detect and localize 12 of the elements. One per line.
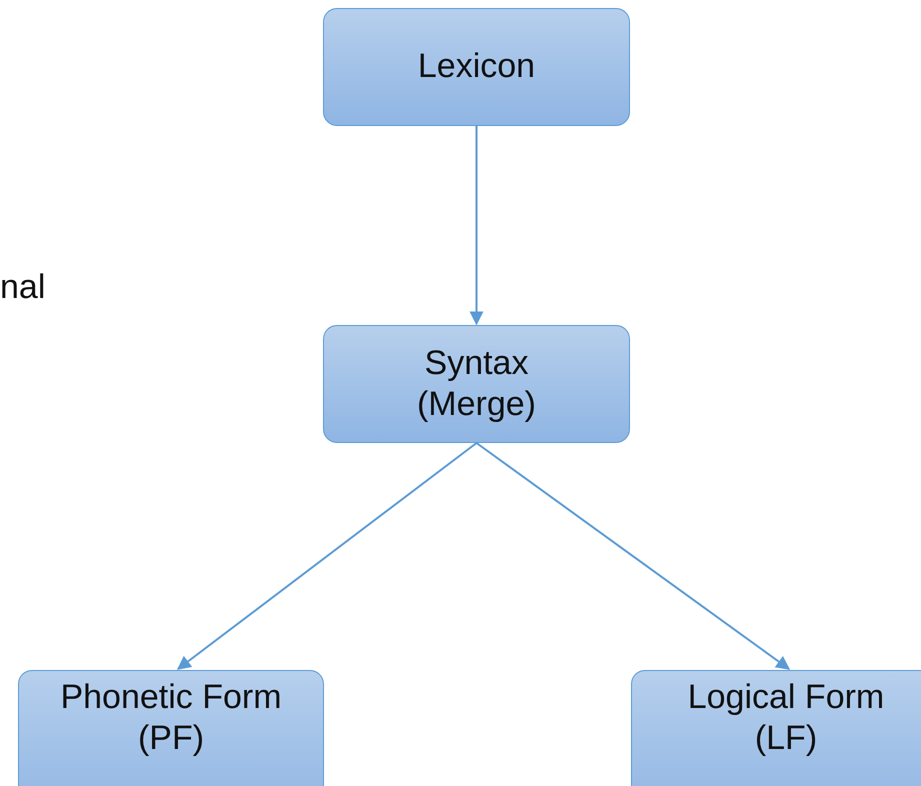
process-box: [631, 670, 921, 786]
arrow: [470, 126, 484, 326]
process-box: [18, 670, 324, 786]
box-label: Syntax (Merge): [416, 342, 538, 425]
text-fragment: nal: [0, 268, 46, 307]
process-box: [323, 325, 630, 443]
arrow: [176, 442, 478, 670]
box-label: Logical Form (LF): [686, 677, 886, 760]
box-label: Phonetic Form (PF): [59, 677, 283, 760]
arrow: [476, 442, 790, 670]
box-label: Lexicon: [418, 46, 536, 88]
process-box: [323, 8, 630, 126]
